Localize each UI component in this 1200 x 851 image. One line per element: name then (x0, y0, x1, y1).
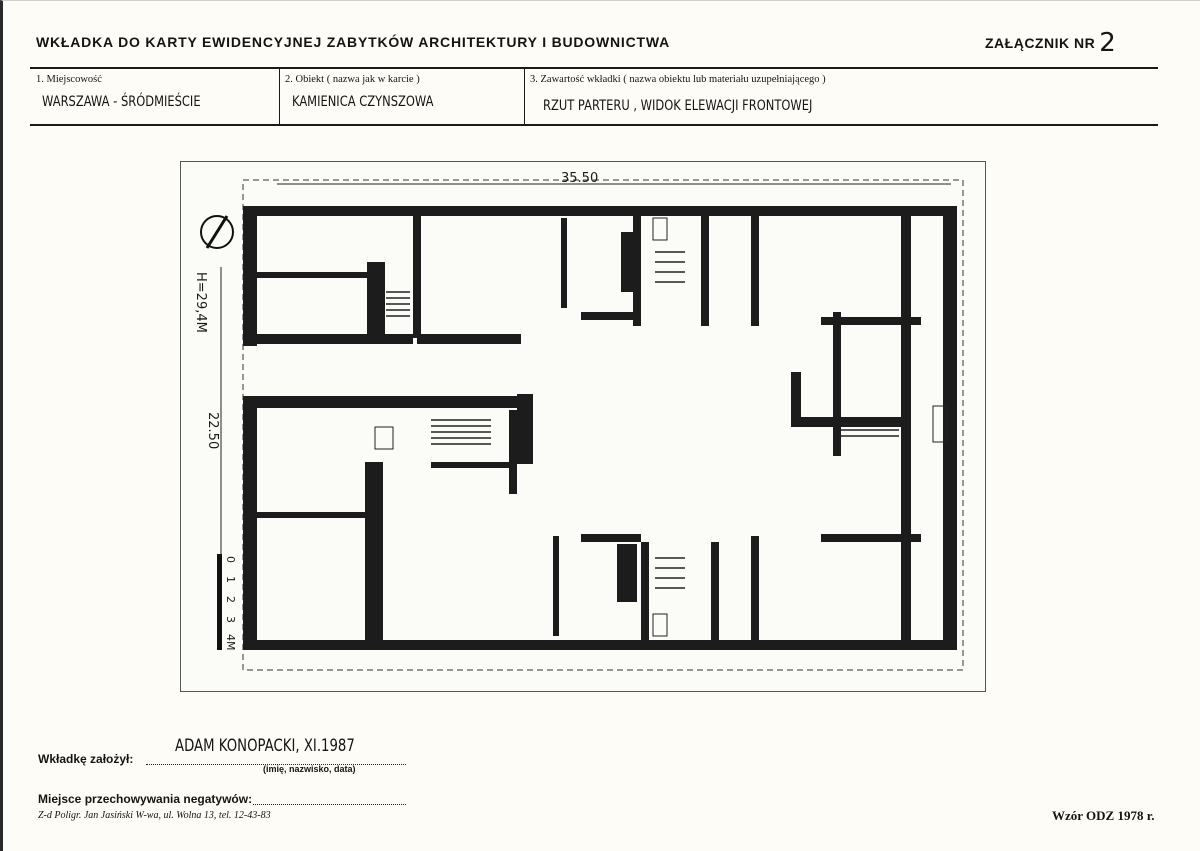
object-label: 2. Obiekt ( nazwa jak w karcie ) (285, 74, 420, 85)
building-walls (243, 206, 957, 650)
created-by-dotted-line (146, 764, 406, 765)
negatives-label: Miejsce przechowywania negatywów: (38, 792, 253, 806)
contents-value: RZUT PARTERU , WIDOK ELEWACJI FRONTOWEJ (543, 98, 813, 114)
attachment-number-value: 2 (1099, 28, 1117, 58)
locality-value: WARSZAWA - ŚRÓDMIEŚCIE (42, 94, 201, 110)
floor-plan-drawing: 35.50 22.50 H=29,4M 0 1 2 3 4M (193, 171, 964, 671)
created-by-value: ADAM KONOPACKI, XI.1987 (175, 736, 355, 756)
negatives-dotted-line (253, 804, 406, 805)
stairs (386, 251, 899, 589)
scale-tick-1: 1 (224, 576, 237, 583)
created-by-caption: (imię, nazwisko, data) (263, 764, 356, 774)
created-by-label: Wkładkę założył: (38, 752, 134, 766)
form-title: WKŁADKA DO KARTY EWIDENCYJNEJ ZABYTKÓW A… (36, 34, 671, 50)
height-dimension: 22.50 (205, 412, 220, 449)
contents-label: 3. Zawartość wkładki ( nazwa obiektu lub… (530, 74, 826, 85)
attachment-label: ZAŁĄCZNIK NR (985, 35, 1096, 51)
header-bottom-rule (30, 124, 1158, 126)
scale-tick-4: 4M (224, 634, 237, 651)
scale-tick-0: 0 (224, 556, 237, 563)
north-arrow-icon (200, 215, 234, 249)
scale-bar: 0 1 2 3 4M (217, 554, 237, 651)
field-divider-1 (279, 68, 280, 125)
width-dimension: 35.50 (561, 171, 598, 186)
form-model: Wzór ODZ 1978 r. (1052, 808, 1155, 823)
locality-label: 1. Miejscowość (36, 74, 102, 85)
header-top-rule (30, 67, 1158, 69)
scale-tick-3: 3 (224, 616, 237, 623)
object-value: KAMIENICA CZYNSZOWA (292, 94, 434, 110)
field-divider-2 (524, 68, 525, 125)
hatched-windows (374, 217, 948, 637)
scale-tick-2: 2 (224, 596, 237, 603)
elevation-label: H=29,4M (193, 272, 208, 333)
printer-imprint: Z-d Poligr. Jan Jasiński W-wa, ul. Wolna… (38, 810, 271, 821)
floor-plan-image: 35.50 22.50 H=29,4M 0 1 2 3 4M (180, 161, 986, 692)
